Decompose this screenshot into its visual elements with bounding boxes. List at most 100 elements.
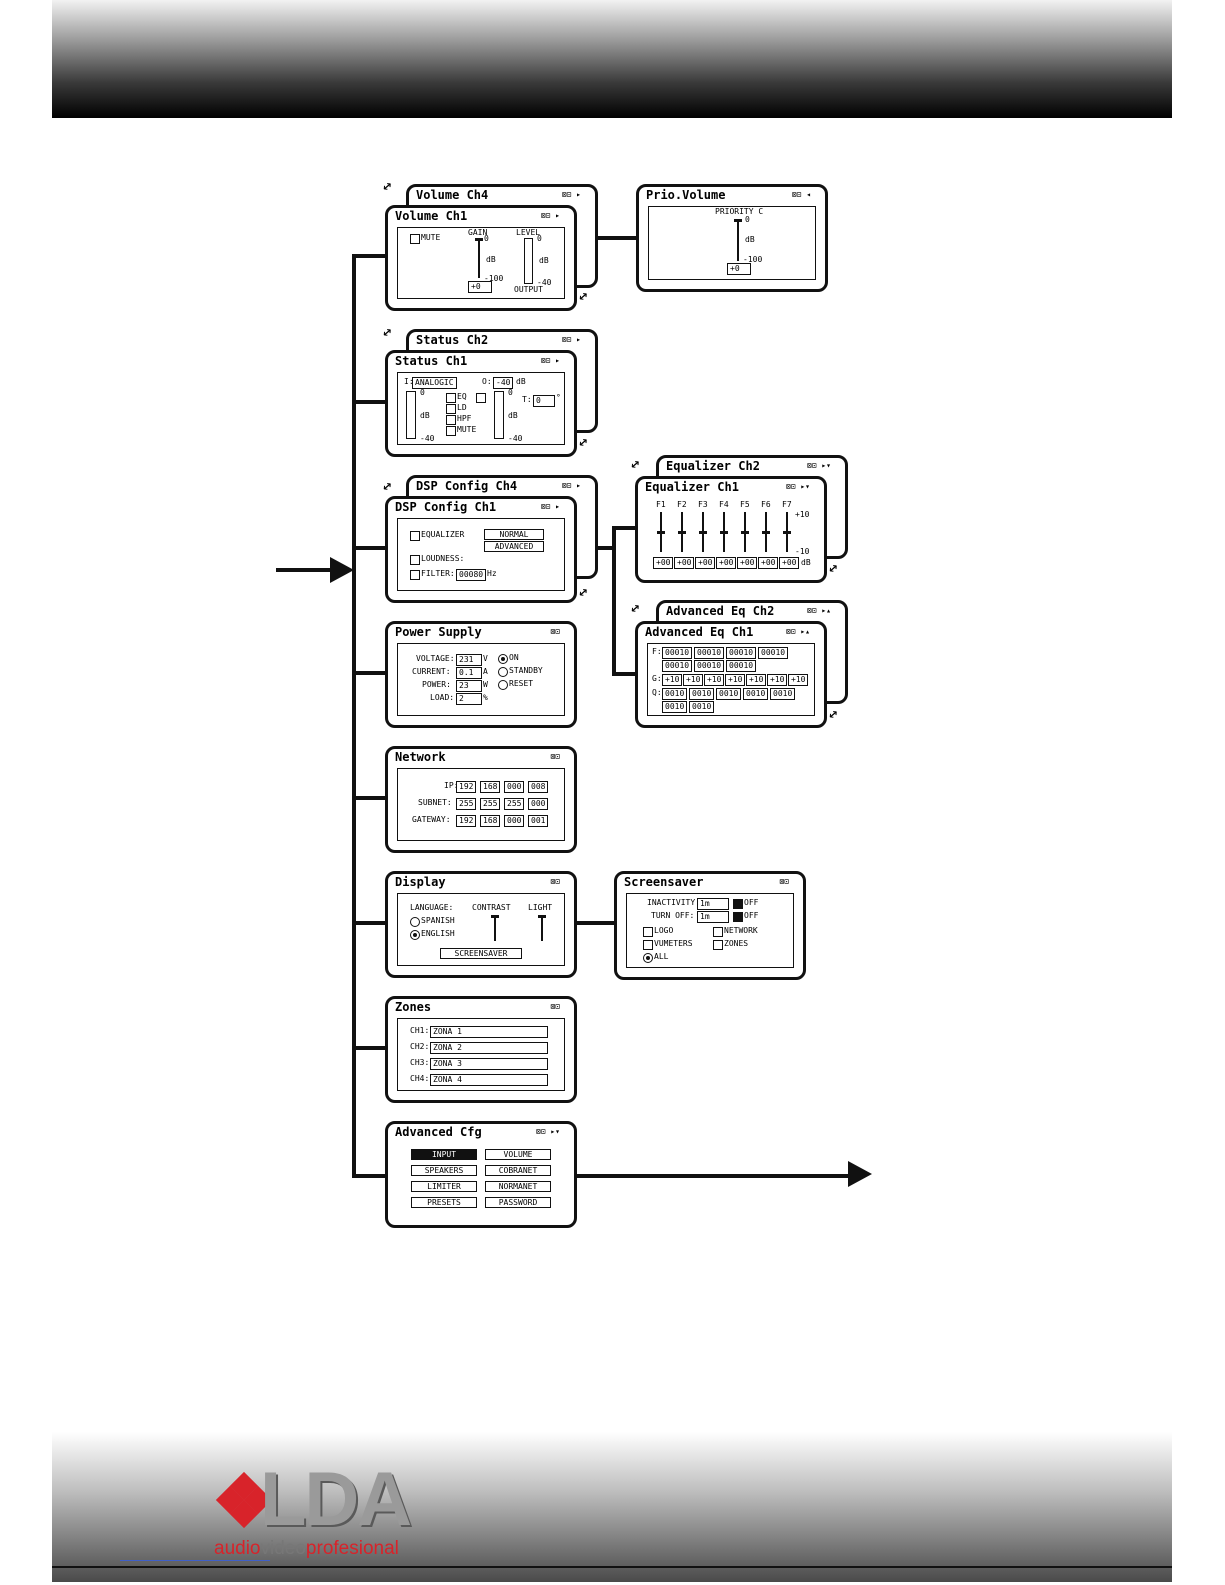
freq-value[interactable]: 00010 [726, 660, 757, 672]
gain-slider[interactable] [478, 238, 480, 278]
gain-value[interactable]: +10 [662, 674, 683, 686]
ip-octet[interactable]: 168 [480, 781, 501, 793]
band-value[interactable]: +00 [716, 557, 737, 569]
q-value[interactable]: 0010 [662, 688, 688, 700]
gateway-octet[interactable]: 168 [480, 815, 501, 827]
input-value[interactable]: ANALOGIC [412, 377, 457, 389]
band-knob[interactable] [657, 531, 665, 534]
ip-octet[interactable]: 192 [456, 781, 477, 793]
password-button[interactable]: PASSWORD [485, 1197, 551, 1208]
status-ch1-screen[interactable]: Status Ch1 ⊠⊡ ▸ I: ANALOGIC O: -40 dB 0 … [385, 350, 577, 457]
filter-checkbox[interactable] [410, 570, 420, 580]
equalizer-ch1-screen[interactable]: Equalizer Ch1 ⊠⊡ ▸▾ F1 F2 F3 F4 F5 F6 F7… [635, 476, 827, 583]
advanced-button[interactable]: ADVANCED [484, 541, 544, 552]
turn-off-value[interactable]: 1m [697, 911, 729, 923]
contrast-knob[interactable] [491, 915, 499, 918]
filter-value[interactable]: 00080 [456, 569, 487, 581]
on-radio[interactable] [498, 654, 508, 664]
inactivity-off-checkbox[interactable] [733, 899, 743, 909]
band-knob[interactable] [783, 531, 791, 534]
band-knob[interactable] [699, 531, 707, 534]
band-value[interactable]: +00 [758, 557, 779, 569]
band-value[interactable]: +00 [737, 557, 758, 569]
mute-checkbox[interactable] [446, 426, 456, 436]
freq-value[interactable]: 00010 [662, 660, 693, 672]
band-value[interactable]: +00 [674, 557, 695, 569]
blank-checkbox[interactable] [476, 393, 486, 403]
priority-knob[interactable] [734, 219, 742, 222]
all-radio[interactable] [643, 953, 653, 963]
current-value[interactable]: 0.1 [456, 667, 482, 679]
volume-button[interactable]: VOLUME [485, 1149, 551, 1160]
band-value[interactable]: +00 [779, 557, 800, 569]
priority-slider[interactable] [737, 219, 739, 261]
gateway-octet[interactable]: 001 [528, 815, 549, 827]
gateway-octet[interactable]: 000 [504, 815, 525, 827]
contrast-slider[interactable] [494, 915, 496, 941]
band-value[interactable]: +00 [695, 557, 716, 569]
subnet-octet[interactable]: 255 [480, 798, 501, 810]
q-value[interactable]: 0010 [662, 701, 688, 713]
power-supply-screen[interactable]: Power Supply ⊠⊡ VOLTAGE: 231 V CURRENT: … [385, 621, 577, 728]
priority-value[interactable]: +0 [727, 263, 751, 275]
band-value[interactable]: +00 [653, 557, 674, 569]
ld-checkbox[interactable] [446, 404, 456, 414]
reset-radio[interactable] [498, 680, 508, 690]
ip-octet[interactable]: 000 [504, 781, 525, 793]
prio-volume-screen[interactable]: Prio.Volume ⊠⊡ ◂ PRIORITY C 0 dB -100 +0 [636, 184, 828, 292]
temp-value[interactable]: 0 [533, 395, 555, 407]
spanish-radio[interactable] [410, 917, 420, 927]
input-button[interactable]: INPUT [411, 1149, 477, 1160]
light-slider[interactable] [541, 915, 543, 941]
freq-value[interactable]: 00010 [694, 647, 725, 659]
gain-value[interactable]: +0 [468, 281, 492, 293]
freq-value[interactable]: 00010 [662, 647, 693, 659]
load-value[interactable]: 2 [456, 693, 482, 705]
gateway-octet[interactable]: 192 [456, 815, 477, 827]
dsp-config-ch1-screen[interactable]: DSP Config Ch1 ⊠⊡ ▸ EQUALIZER NORMAL ADV… [385, 496, 577, 603]
band-knob[interactable] [762, 531, 770, 534]
normanet-button[interactable]: NORMANET [485, 1181, 551, 1192]
voltage-value[interactable]: 231 [456, 654, 482, 666]
gain-value[interactable]: +10 [767, 674, 788, 686]
network-checkbox[interactable] [713, 927, 723, 937]
display-screen[interactable]: Display ⊠⊡ LANGUAGE: SPANISH ENGLISH CON… [385, 871, 577, 978]
subnet-octet[interactable]: 255 [456, 798, 477, 810]
subnet-octet[interactable]: 000 [528, 798, 549, 810]
advanced-cfg-screen[interactable]: Advanced Cfg ⊠⊡ ▸▾ INPUT VOLUME SPEAKERS… [385, 1121, 577, 1228]
power-value[interactable]: 23 [456, 680, 482, 692]
freq-value[interactable]: 00010 [726, 647, 757, 659]
network-screen[interactable]: Network ⊠⊡ IP: 192 168 000 008 SUBNET: 2… [385, 746, 577, 853]
cobranet-button[interactable]: COBRANET [485, 1165, 551, 1176]
light-knob[interactable] [538, 915, 546, 918]
zones-checkbox[interactable] [713, 940, 723, 950]
zone-name-field[interactable]: ZONA 3 [430, 1058, 548, 1070]
speakers-button[interactable]: SPEAKERS [411, 1165, 477, 1176]
hpf-checkbox[interactable] [446, 415, 456, 425]
zones-screen[interactable]: Zones ⊠⊡ CH1: ZONA 1 CH2: ZONA 2 CH3: ZO… [385, 996, 577, 1103]
limiter-button[interactable]: LIMITER [411, 1181, 477, 1192]
screensaver-button[interactable]: SCREENSAVER [440, 948, 522, 959]
freq-value[interactable]: 00010 [694, 660, 725, 672]
gain-value[interactable]: +10 [683, 674, 704, 686]
standby-radio[interactable] [498, 667, 508, 677]
advanced-eq-ch1-screen[interactable]: Advanced Eq Ch1 ⊠⊡ ▸▴ F: 00010 00010 000… [635, 621, 827, 728]
logo-checkbox[interactable] [643, 927, 653, 937]
band-knob[interactable] [741, 531, 749, 534]
gain-value[interactable]: +10 [746, 674, 767, 686]
volume-ch1-screen[interactable]: Volume Ch1 ⊠⊡ ▸ MUTE GAIN 0 dB -100 +0 L… [385, 205, 577, 311]
gain-knob[interactable] [475, 238, 483, 241]
loudness-checkbox[interactable] [410, 555, 420, 565]
q-value[interactable]: 0010 [770, 688, 796, 700]
inactivity-value[interactable]: 1m [697, 898, 729, 910]
equalizer-checkbox[interactable] [410, 531, 420, 541]
subnet-octet[interactable]: 255 [504, 798, 525, 810]
gain-value[interactable]: +10 [704, 674, 725, 686]
gain-value[interactable]: +10 [788, 674, 809, 686]
q-value[interactable]: 0010 [716, 688, 742, 700]
q-value[interactable]: 0010 [689, 688, 715, 700]
zone-name-field[interactable]: ZONA 2 [430, 1042, 548, 1054]
output-value[interactable]: -40 [493, 377, 514, 389]
gain-value[interactable]: +10 [725, 674, 746, 686]
q-value[interactable]: 0010 [689, 701, 715, 713]
